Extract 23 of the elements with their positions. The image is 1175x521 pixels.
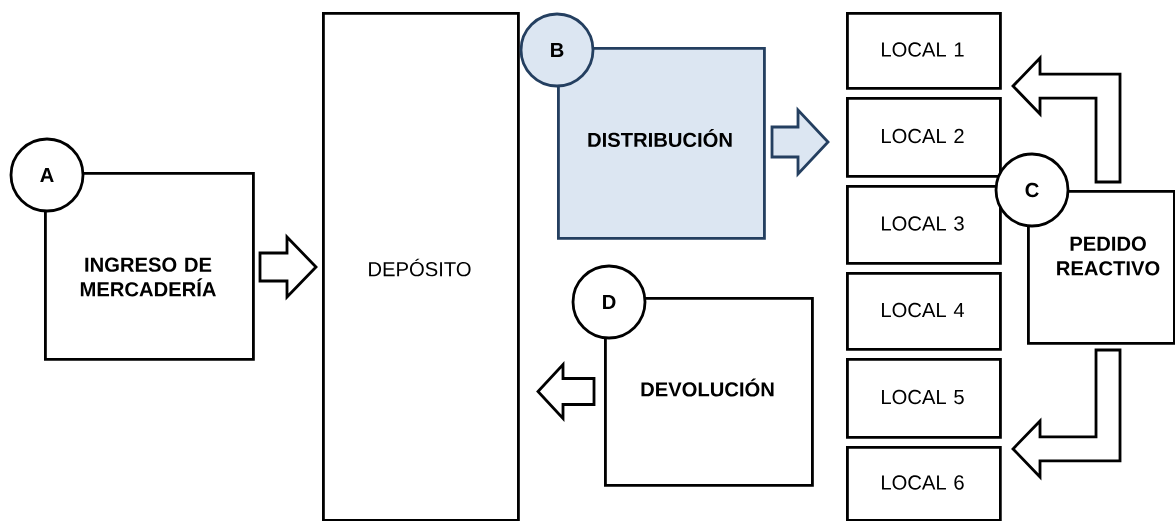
block-arrow	[1011, 348, 1122, 481]
box-label: LOCAL 3	[882, 216, 964, 231]
location-box	[846, 446, 1002, 521]
block-arrow	[1011, 54, 1122, 184]
block-arrow	[258, 233, 318, 301]
box-label: INGRESO DE MERCADERÍA	[80, 257, 216, 297]
box-label: LOCAL 2	[882, 128, 964, 144]
location-box	[846, 97, 1002, 178]
block-arrow	[536, 360, 596, 423]
box-label: DISTRIBUCIÓN	[588, 128, 732, 148]
location-box	[846, 358, 1002, 439]
block-arrow	[770, 106, 830, 178]
location-box	[846, 12, 1002, 90]
store-box	[322, 12, 520, 521]
location-box	[846, 272, 1002, 351]
box-label: LOCAL 6	[882, 475, 964, 490]
box-label: DEVOLUCIÓN	[641, 378, 774, 397]
box-label: DEPÓSITO	[369, 258, 471, 277]
box-label: LOCAL 5	[882, 389, 964, 405]
box-label: PEDIDO REACTIVO	[1057, 236, 1160, 276]
process-box	[604, 297, 814, 487]
box-label: LOCAL 1	[882, 42, 964, 57]
box-label: LOCAL 4	[882, 302, 964, 318]
